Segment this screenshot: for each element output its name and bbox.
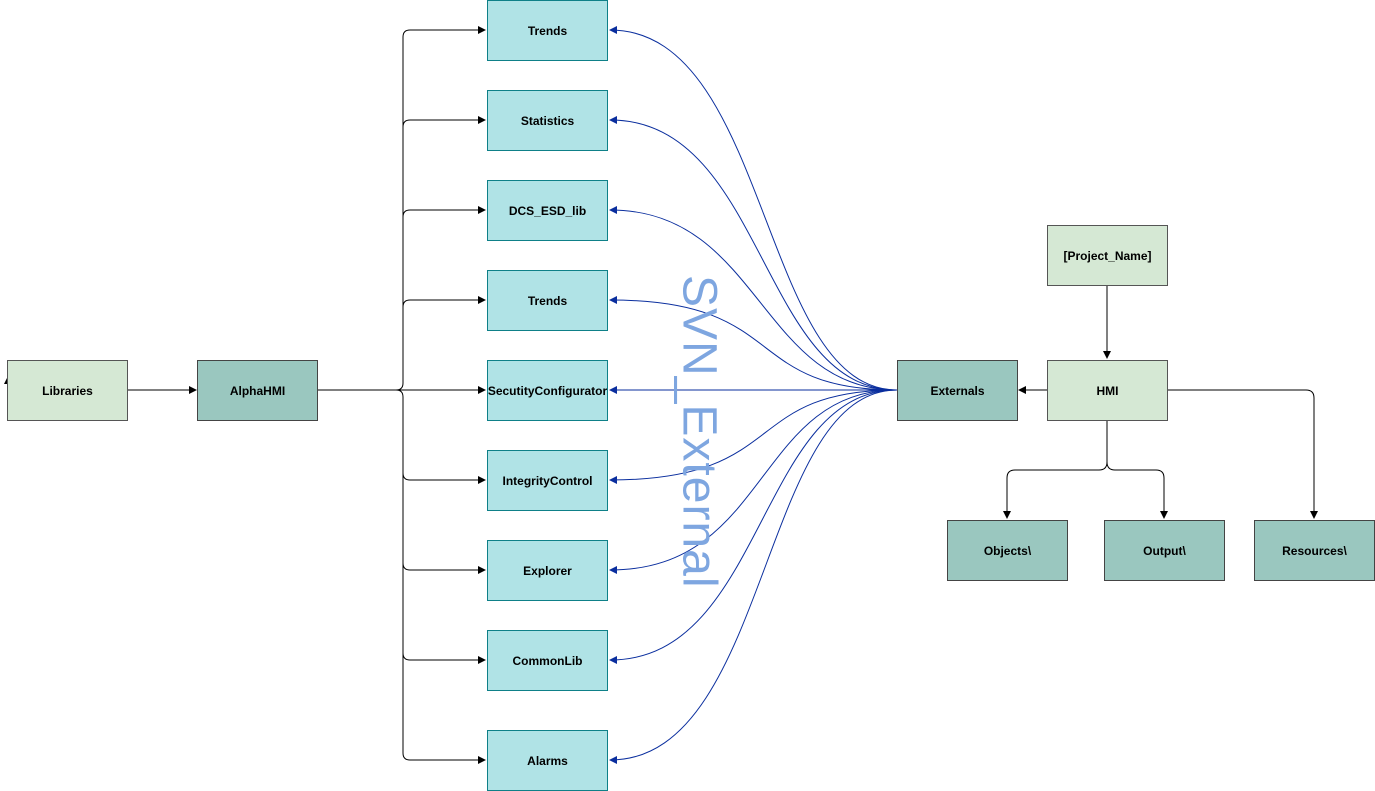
alphahmi-to-explorer-arrow xyxy=(402,562,486,574)
node-output-label: Output\ xyxy=(1143,543,1186,558)
node-alphahmi[interactable]: AlphaHMI xyxy=(197,360,318,421)
black-connectors xyxy=(4,26,1318,764)
externals-to-trends-1-arrow xyxy=(609,26,898,391)
node-statistics[interactable]: Statistics xyxy=(487,90,608,151)
alphahmi-to-commonlib-arrow xyxy=(402,652,486,664)
node-hmi-label: HMI xyxy=(1096,383,1119,398)
node-project-name-label: [Project_Name] xyxy=(1063,248,1152,263)
node-hmi[interactable]: HMI xyxy=(1047,360,1168,421)
node-externals[interactable]: Externals xyxy=(897,360,1018,421)
node-resources[interactable]: Resources\ xyxy=(1254,520,1375,581)
node-explorer[interactable]: Explorer xyxy=(487,540,608,601)
svn-external-watermark: SVN_External xyxy=(654,257,744,607)
node-trends-1[interactable]: Trends xyxy=(487,0,608,61)
node-security-configurator[interactable]: SecutityConfigurator xyxy=(487,360,608,421)
alphahmi-to-trends-1-arrow xyxy=(318,26,486,391)
hmi-to-output-arrow xyxy=(1106,461,1168,519)
node-trends-1-label: Trends xyxy=(527,23,568,38)
alphahmi-to-statistics-arrow xyxy=(402,116,486,128)
node-output[interactable]: Output\ xyxy=(1104,520,1225,581)
externals-to-integritycontrol-arrow xyxy=(609,389,898,484)
alphahmi-to-alarms-arrow xyxy=(395,389,486,764)
node-trends-2-label: Trends xyxy=(527,293,568,308)
node-commonlib[interactable]: CommonLib xyxy=(487,630,608,691)
node-libraries-label: Libraries xyxy=(42,383,93,398)
externals-to-alarms-arrow xyxy=(609,389,898,764)
node-libraries[interactable]: Libraries xyxy=(7,360,128,421)
node-dcs-esd-lib[interactable]: DCS_ESD_lib xyxy=(487,180,608,241)
blue-connectors xyxy=(609,26,898,764)
node-resources-label: Resources\ xyxy=(1282,543,1347,558)
svn-external-label: SVN_External xyxy=(672,275,726,589)
alphahmi-to-dcs-esd-lib-arrow xyxy=(402,206,486,218)
node-integrity-control[interactable]: IntegrityControl xyxy=(487,450,608,511)
alphahmi-to-integritycontrol-arrow xyxy=(402,472,486,484)
node-alphahmi-label: AlphaHMI xyxy=(229,383,286,398)
node-externals-label: Externals xyxy=(930,383,985,398)
hmi-to-resources-arrow xyxy=(1168,389,1318,519)
node-alarms[interactable]: Alarms xyxy=(487,730,608,791)
node-objects-label: Objects\ xyxy=(983,543,1032,558)
node-statistics-label: Statistics xyxy=(520,113,575,128)
node-security-configurator-label: SecutityConfigurator xyxy=(487,383,608,398)
externals-to-trends-2-arrow xyxy=(609,296,898,391)
externals-to-dcs-esd-lib-arrow xyxy=(609,206,898,391)
node-dcs-esd-lib-label: DCS_ESD_lib xyxy=(508,203,587,218)
node-explorer-label: Explorer xyxy=(523,563,572,578)
node-integrity-control-label: IntegrityControl xyxy=(502,473,593,488)
externals-to-commonlib-arrow xyxy=(609,389,898,664)
node-project-name[interactable]: [Project_Name] xyxy=(1047,225,1168,286)
node-objects[interactable]: Objects\ xyxy=(947,520,1068,581)
node-trends-2[interactable]: Trends xyxy=(487,270,608,331)
hmi-to-objects-arrow xyxy=(1003,420,1108,519)
alphahmi-to-trends-2-arrow xyxy=(402,296,486,308)
node-commonlib-label: CommonLib xyxy=(512,653,583,668)
externals-to-statistics-arrow xyxy=(609,116,898,391)
externals-to-explorer-arrow xyxy=(609,389,898,574)
node-alarms-label: Alarms xyxy=(527,753,568,768)
